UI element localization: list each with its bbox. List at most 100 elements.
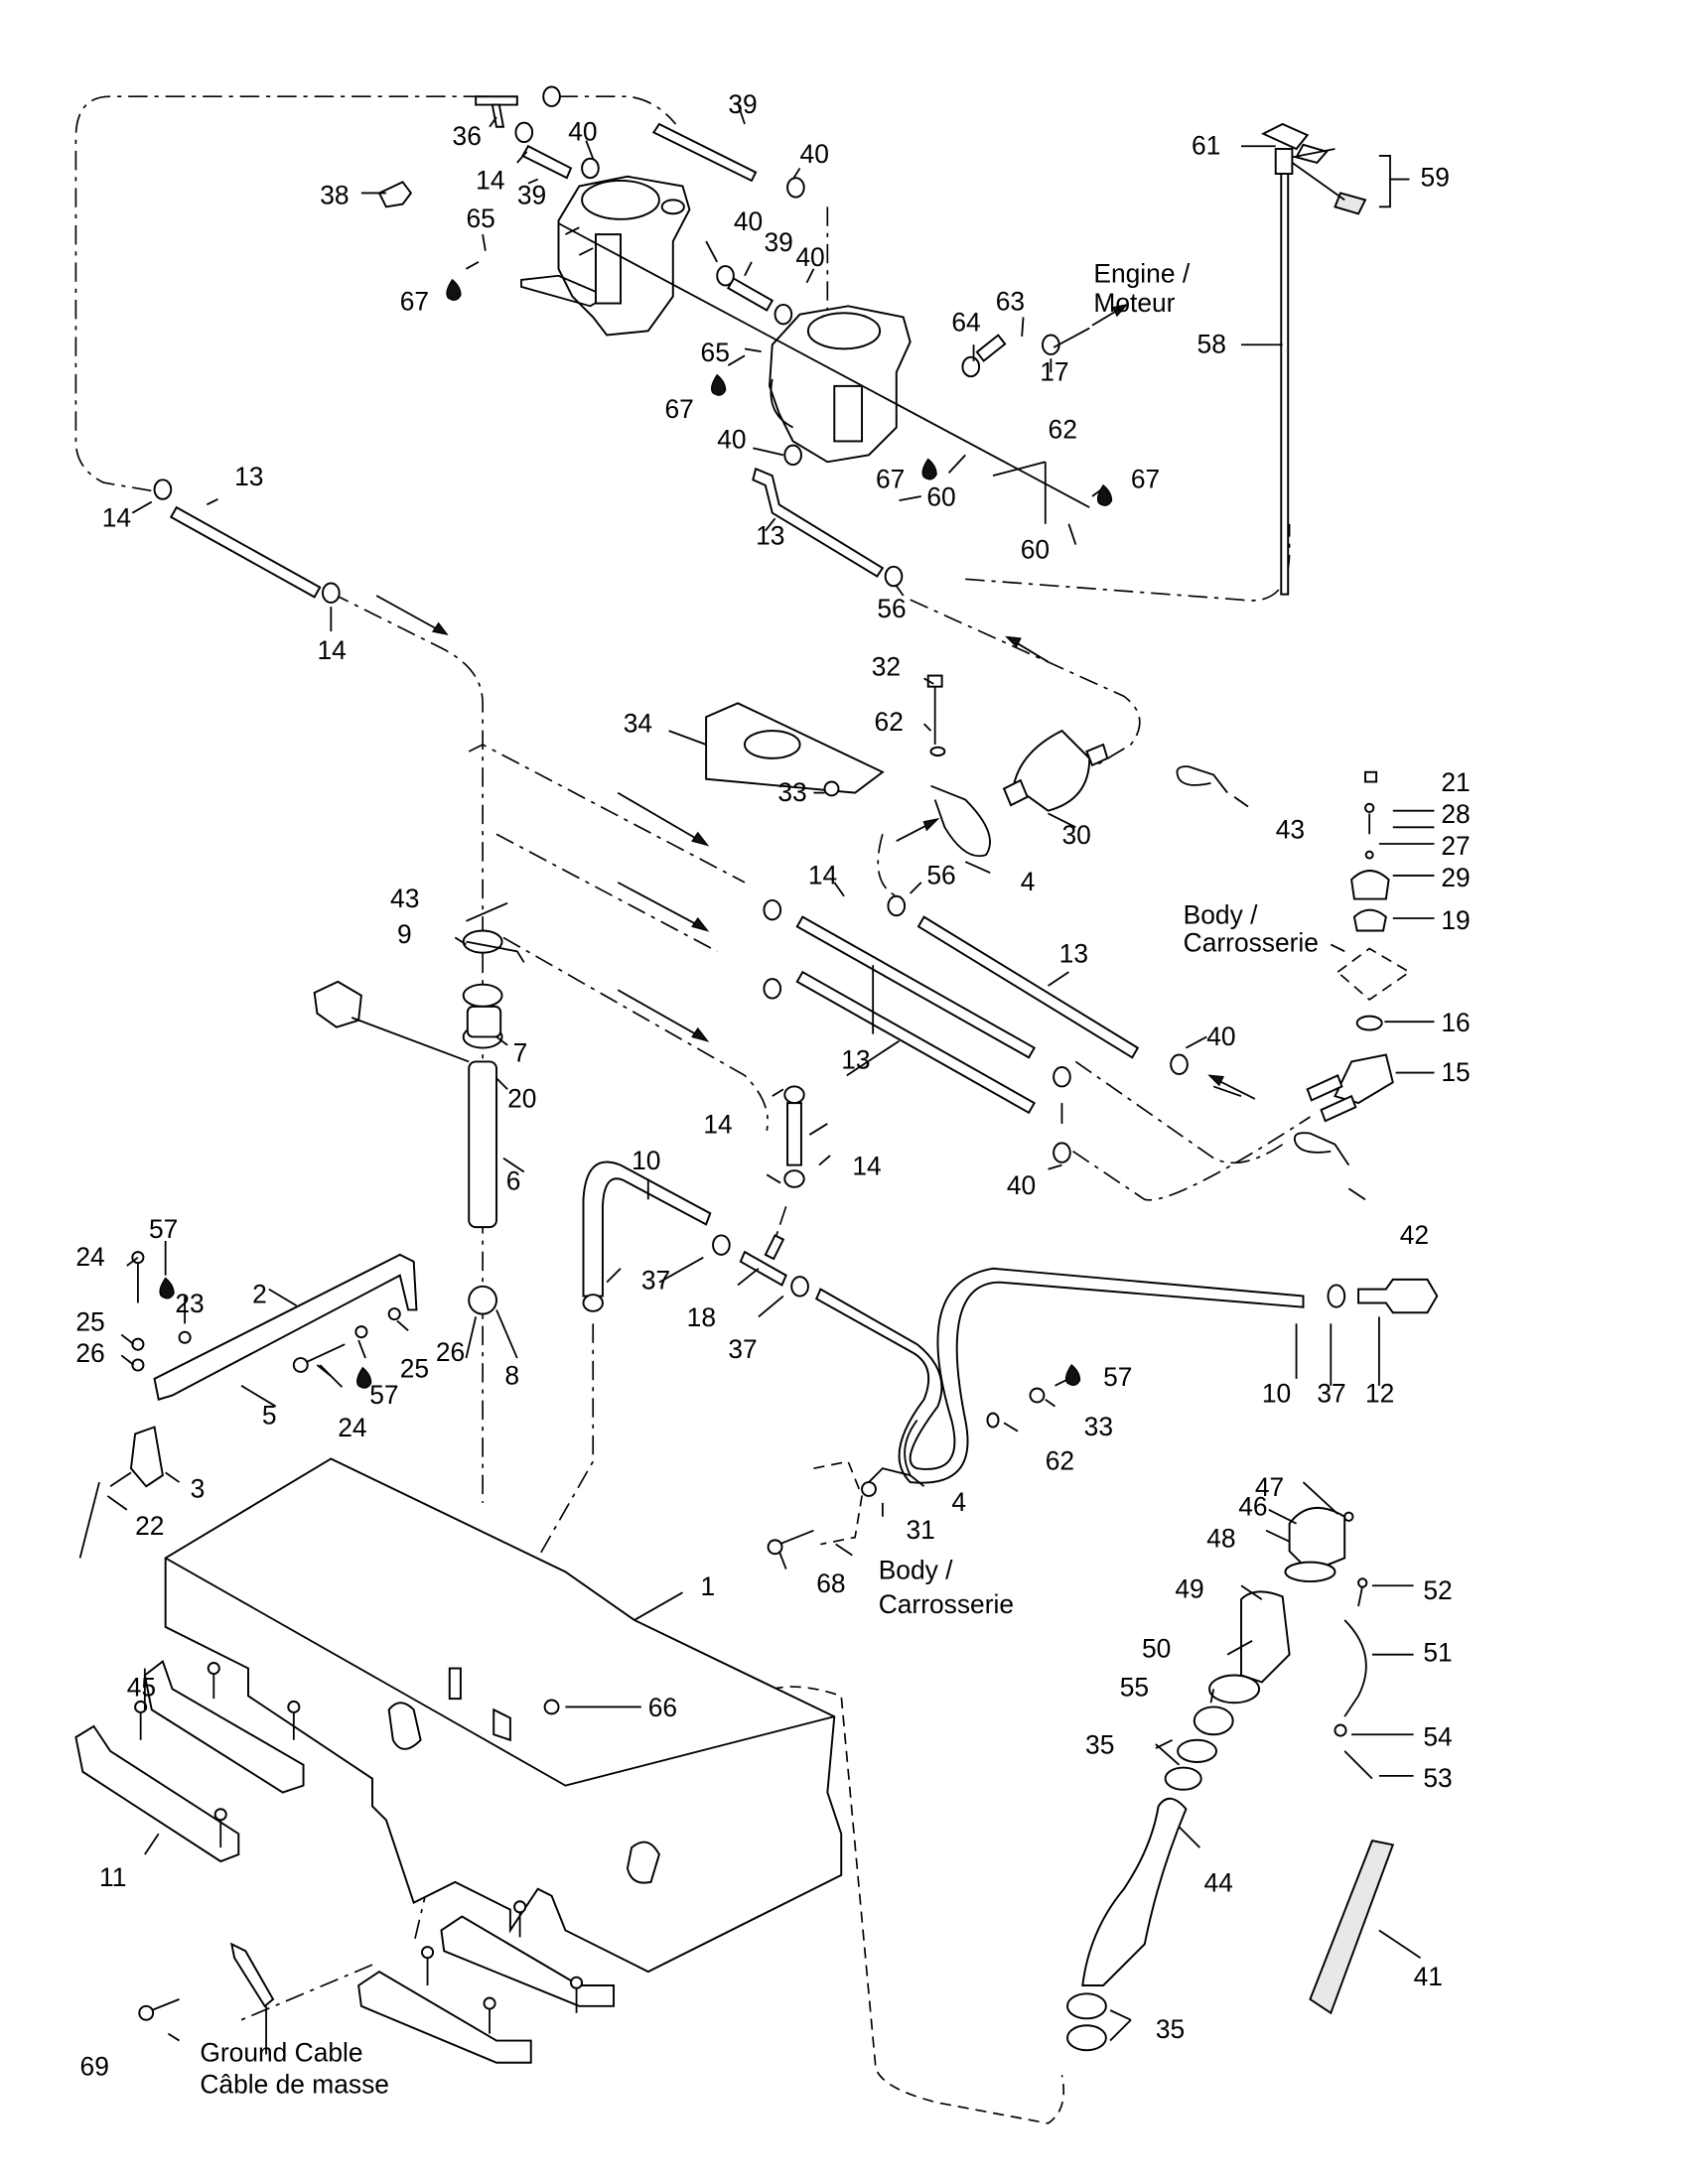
label-39: 39 bbox=[517, 181, 546, 210]
label-35: 35 bbox=[1085, 1730, 1114, 1760]
label-13: 13 bbox=[756, 521, 784, 551]
label-7: 7 bbox=[513, 1037, 528, 1067]
label-22: 22 bbox=[135, 1511, 164, 1541]
label-24: 24 bbox=[75, 1242, 104, 1272]
label-6: 6 bbox=[506, 1166, 521, 1196]
part-labels: 36 14 39 40 39 40 38 65 67 40 39 40 65 6… bbox=[75, 89, 1470, 2081]
oil-drop-icon bbox=[710, 373, 727, 396]
label-12: 12 bbox=[1365, 1379, 1394, 1409]
label-23: 23 bbox=[175, 1289, 204, 1318]
ground-cable-label-line1: Ground Cable bbox=[200, 2037, 362, 2067]
label-21: 21 bbox=[1441, 767, 1470, 797]
label-64: 64 bbox=[951, 307, 980, 337]
cable-tie-43b bbox=[466, 940, 525, 963]
hoses bbox=[169, 122, 1305, 1484]
label-40: 40 bbox=[800, 139, 829, 169]
ground-cable-lug bbox=[229, 1942, 275, 2008]
label-36: 36 bbox=[453, 121, 482, 151]
label-13: 13 bbox=[841, 1044, 870, 1074]
label-4: 4 bbox=[951, 1487, 966, 1517]
fitting-12 bbox=[1357, 1278, 1439, 1314]
label-19: 19 bbox=[1441, 905, 1470, 935]
lubricant-drops bbox=[159, 278, 1113, 1389]
oil-drop-icon bbox=[1064, 1363, 1081, 1386]
oil-drop-icon bbox=[356, 1366, 372, 1389]
label-14: 14 bbox=[808, 860, 837, 889]
label-62: 62 bbox=[1046, 1446, 1074, 1476]
label-67: 67 bbox=[1131, 465, 1160, 494]
label-39: 39 bbox=[764, 227, 792, 257]
flow-arrow-icon bbox=[617, 989, 702, 1038]
label-51: 51 bbox=[1423, 1638, 1452, 1668]
ground-cable-label-line2: Câble de masse bbox=[200, 2069, 389, 2099]
body-label2-line2: Carrosserie bbox=[879, 1589, 1014, 1619]
label-50: 50 bbox=[1142, 1633, 1171, 1663]
label-38: 38 bbox=[320, 181, 349, 210]
label-14: 14 bbox=[852, 1151, 881, 1180]
label-67: 67 bbox=[400, 287, 429, 317]
label-17: 17 bbox=[1040, 356, 1068, 386]
label-68: 68 bbox=[816, 1569, 845, 1598]
label-3: 3 bbox=[191, 1473, 206, 1503]
corrugated-hose-41 bbox=[1309, 1840, 1395, 2015]
label-62: 62 bbox=[1049, 415, 1077, 445]
oil-drop-icon bbox=[1096, 483, 1113, 506]
flow-arrow-icon bbox=[1013, 640, 1050, 663]
label-52: 52 bbox=[1423, 1575, 1452, 1605]
label-39: 39 bbox=[728, 89, 757, 119]
tank-strap bbox=[109, 1253, 418, 1488]
label-25: 25 bbox=[75, 1306, 104, 1336]
label-37: 37 bbox=[728, 1334, 757, 1364]
label-4: 4 bbox=[1021, 867, 1036, 896]
fuel-selector-assembly bbox=[1306, 770, 1411, 1123]
oil-drop-icon bbox=[921, 458, 937, 480]
label-25: 25 bbox=[400, 1354, 429, 1384]
label-65: 65 bbox=[466, 204, 494, 233]
flow-arrow-icon bbox=[617, 791, 702, 843]
label-61: 61 bbox=[1192, 131, 1220, 161]
bolt-22 bbox=[78, 1481, 100, 1559]
label-67: 67 bbox=[876, 465, 905, 494]
label-49: 49 bbox=[1175, 1574, 1203, 1604]
label-62: 62 bbox=[875, 707, 904, 737]
label-53: 53 bbox=[1423, 1763, 1452, 1793]
label-2: 2 bbox=[252, 1280, 267, 1309]
label-27: 27 bbox=[1441, 831, 1470, 861]
label-32: 32 bbox=[872, 652, 901, 682]
label-26: 26 bbox=[436, 1337, 465, 1367]
label-28: 28 bbox=[1441, 799, 1470, 829]
label-58: 58 bbox=[1197, 330, 1226, 359]
label-43: 43 bbox=[1276, 814, 1305, 844]
cable-tie-42 bbox=[1293, 1132, 1350, 1166]
label-14: 14 bbox=[317, 635, 346, 665]
oil-drop-icon bbox=[446, 278, 462, 301]
filler-neck-assembly bbox=[1066, 1506, 1373, 2052]
label-1: 1 bbox=[701, 1571, 716, 1601]
label-57: 57 bbox=[369, 1380, 398, 1410]
flow-arrows bbox=[375, 303, 1256, 1100]
cable-tie-43 bbox=[1176, 765, 1228, 794]
label-46: 46 bbox=[1238, 1491, 1267, 1521]
label-15: 15 bbox=[1441, 1057, 1470, 1087]
carburetor-lower bbox=[769, 305, 912, 464]
label-57: 57 bbox=[149, 1214, 178, 1244]
label-14: 14 bbox=[476, 165, 504, 195]
label-13: 13 bbox=[234, 462, 263, 491]
leader-lines bbox=[106, 102, 1435, 2055]
label-40: 40 bbox=[1007, 1170, 1036, 1200]
clip-38 bbox=[377, 181, 413, 208]
label-43: 43 bbox=[390, 884, 419, 913]
fuel-tank bbox=[164, 1457, 843, 1974]
label-24: 24 bbox=[338, 1413, 366, 1442]
routing-lines bbox=[74, 95, 1311, 2124]
label-47: 47 bbox=[1255, 1472, 1284, 1502]
label-18: 18 bbox=[687, 1302, 716, 1332]
label-31: 31 bbox=[907, 1515, 935, 1545]
label-34: 34 bbox=[624, 709, 652, 739]
label-29: 29 bbox=[1441, 863, 1470, 892]
label-30: 30 bbox=[1061, 820, 1090, 850]
body-label-line1: Body / bbox=[1184, 900, 1258, 930]
label-54: 54 bbox=[1423, 1721, 1452, 1751]
label-40: 40 bbox=[795, 242, 824, 272]
label-56: 56 bbox=[877, 594, 906, 623]
